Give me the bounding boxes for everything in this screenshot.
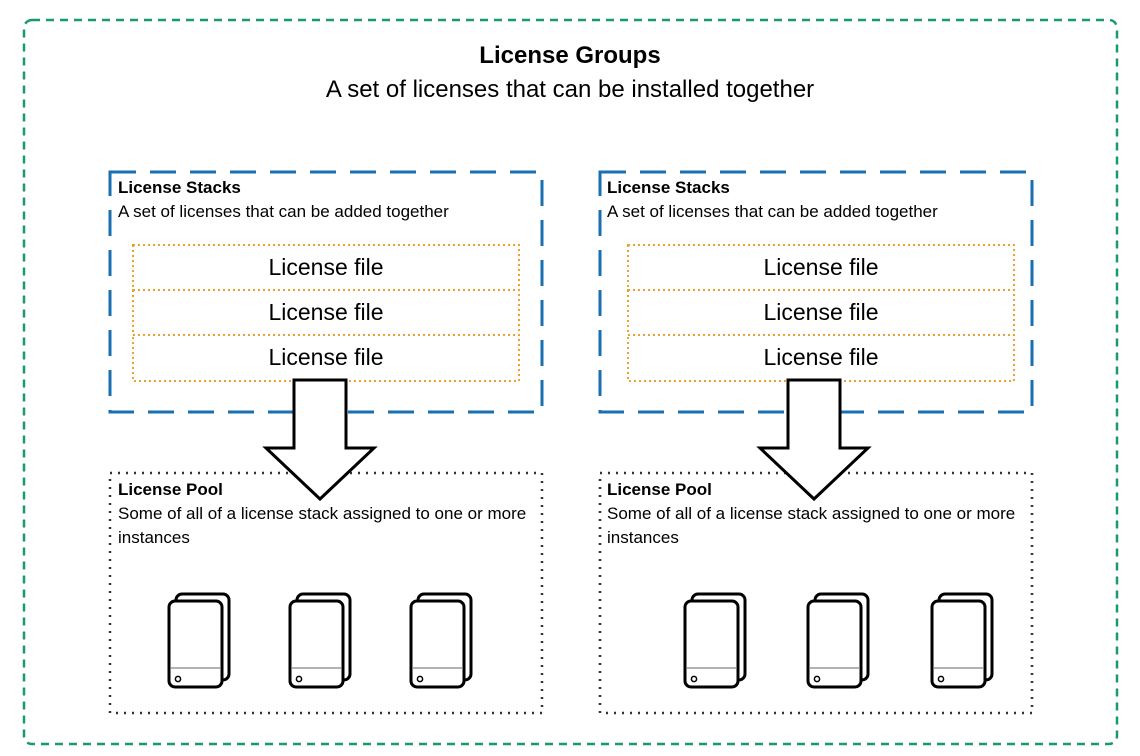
down-arrow-icon xyxy=(756,378,872,502)
server-instance-icon xyxy=(930,592,994,689)
stack-title: License Stacks xyxy=(607,178,730,197)
stack-title: License Stacks xyxy=(118,178,241,197)
pool-description: Some of all of a license stack assigned … xyxy=(118,504,527,547)
stack-description: A set of licenses that can be added toge… xyxy=(118,202,449,221)
server-instance-icon xyxy=(683,592,747,689)
pool-title: License Pool xyxy=(118,480,223,499)
pool-title: License Pool xyxy=(607,480,712,499)
license-file-label: License file xyxy=(268,299,384,325)
license-file-label: License file xyxy=(763,299,879,325)
license-file-label: License file xyxy=(763,254,879,280)
server-instance-icon xyxy=(409,592,473,689)
stack-description: A set of licenses that can be added toge… xyxy=(607,202,938,221)
server-instance-icon xyxy=(288,592,352,689)
server-instance-icon xyxy=(806,592,870,689)
pool-description: Some of all of a license stack assigned … xyxy=(607,504,1016,547)
license-group-border xyxy=(22,18,1119,746)
license-file-label: License file xyxy=(268,254,384,280)
group-subtitle: A set of licenses that can be installed … xyxy=(325,76,815,103)
license-file-label: License file xyxy=(763,344,879,370)
license-file-label: License file xyxy=(268,344,384,370)
server-instance-icon xyxy=(167,592,231,689)
down-arrow-icon xyxy=(262,378,378,502)
group-title: License Groups xyxy=(479,42,661,69)
